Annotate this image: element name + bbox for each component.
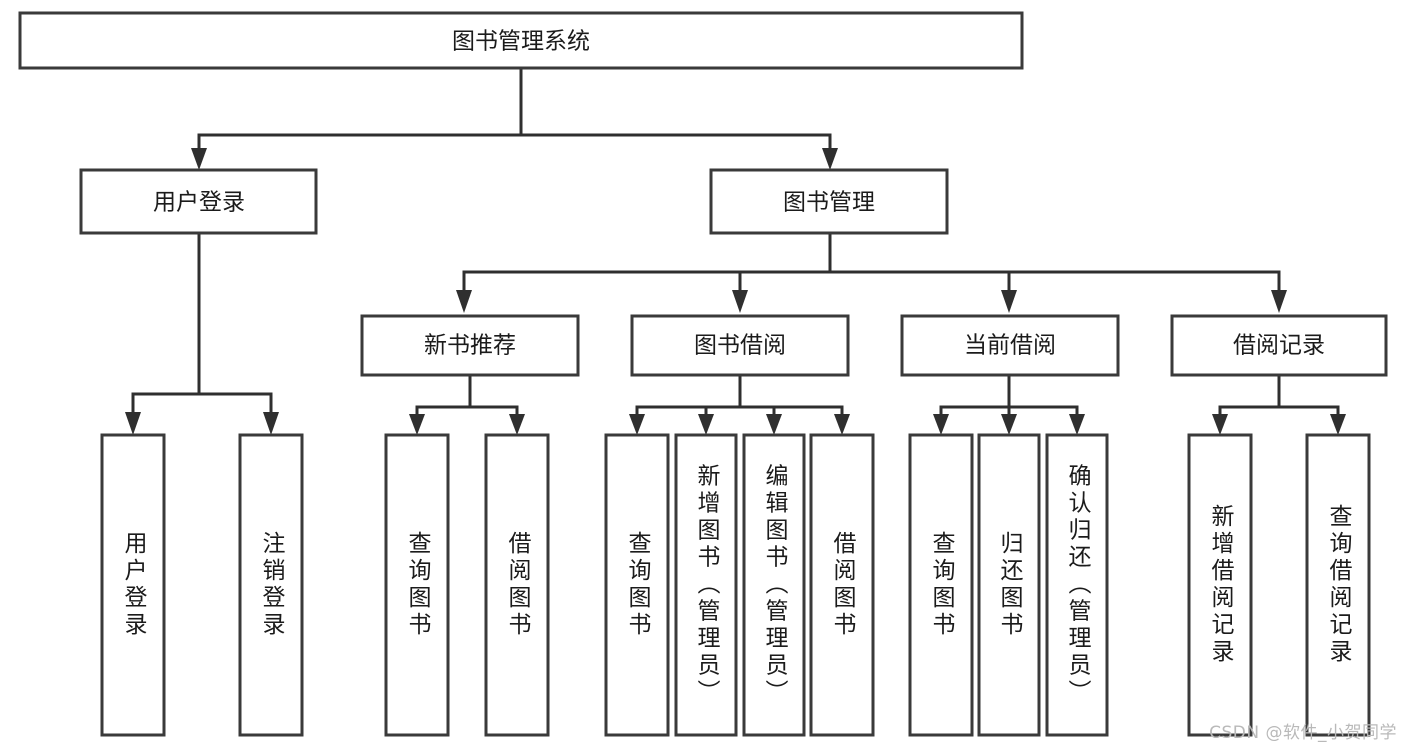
node-root-box[interactable] [18,11,1024,70]
node-current-borrow-label: 当前借阅 [964,333,1056,359]
arrowhead-cb-confirm [1069,414,1085,435]
connector-group-new-book [409,373,525,435]
node-borrow-record-label: 借阅记录 [1233,333,1325,359]
leaf-new-book-borrow-label: 借阅图书 [504,531,532,639]
arrowhead-leaf-logout [263,412,279,435]
node-book-management-box[interactable] [709,168,949,235]
leaf-user-login-signout-label: 注销登录 [258,531,286,639]
leaf-current-borrow-return[interactable]: 归还图书 [977,433,1041,737]
connector-group-root [191,66,838,170]
leaf-borrow-record-query-label: 查询借阅记录 [1325,504,1353,666]
arrowhead-br-add [1212,414,1228,435]
leaf-new-book-query[interactable]: 查询图书 [384,433,450,737]
leaf-book-borrow-edit-box[interactable] [742,433,806,737]
leaf-borrow-record-add[interactable]: 新增借阅记录 [1187,433,1253,737]
arrowhead-newbook-query [409,414,425,435]
arrowhead-bb-borrow [834,414,850,435]
leaf-book-borrow-edit-label: 编辑图书（管理员） [761,464,789,707]
node-new-book-recommend-label: 新书推荐 [424,333,516,359]
node-user-login[interactable]: 用户登录 [79,168,318,235]
leaf-book-borrow-add-box[interactable] [674,433,738,737]
leaf-new-book-borrow[interactable]: 借阅图书 [484,433,550,737]
connector-group-book-borrow [629,373,850,435]
arrowhead-cb-return [1001,414,1017,435]
node-borrow-record-box[interactable] [1170,314,1388,377]
connector-group-borrow-record [1212,373,1346,435]
node-book-borrow-box[interactable] [630,314,850,377]
leaf-book-borrow-lend-box[interactable] [809,433,875,737]
leaf-current-borrow-query-label: 查询图书 [928,531,956,639]
leaf-user-login-signout-box[interactable] [238,433,304,737]
leaf-current-borrow-query[interactable]: 查询图书 [908,433,974,737]
leaf-current-borrow-confirm[interactable]: 确认归还（管理员） [1045,433,1109,737]
node-current-borrow[interactable]: 当前借阅 [900,314,1120,377]
leaf-book-borrow-lend[interactable]: 借阅图书 [809,433,875,737]
leaf-new-book-query-box[interactable] [384,433,450,737]
arrowhead-br-query [1330,414,1346,435]
node-root-label: 图书管理系统 [452,29,590,55]
arrowhead-book-borrow [732,290,748,313]
leaf-current-borrow-return-label: 归还图书 [996,531,1024,639]
arrowhead-bb-query [629,414,645,435]
leaf-borrow-record-query[interactable]: 查询借阅记录 [1305,433,1371,737]
arrowhead-leaf-user-login [125,412,141,435]
arrowhead-current-borrow [1001,290,1017,313]
leaf-user-login-signin[interactable]: 用户登录 [100,433,166,737]
leaf-current-borrow-confirm-box[interactable] [1045,433,1109,737]
node-borrow-record[interactable]: 借阅记录 [1170,314,1388,377]
node-new-book-recommend-box[interactable] [360,314,580,377]
leaf-book-borrow-query[interactable]: 查询图书 [604,433,670,737]
leaf-book-borrow-query-label: 查询图书 [624,531,652,639]
node-root[interactable]: 图书管理系统 [18,11,1024,70]
leaf-current-borrow-query-box[interactable] [908,433,974,737]
node-user-login-box[interactable] [79,168,318,235]
leaf-book-borrow-add[interactable]: 新增图书（管理员） [674,433,738,737]
leaf-borrow-record-add-box[interactable] [1187,433,1253,737]
leaf-user-login-signin-label: 用户登录 [120,531,148,639]
arrowhead-new-book [456,290,472,313]
leaf-book-borrow-add-label: 新增图书（管理员） [693,464,721,707]
leaf-book-borrow-lend-label: 借阅图书 [829,531,857,639]
node-book-borrow-label: 图书借阅 [694,333,786,359]
arrowhead-cb-query [933,414,949,435]
node-new-book-recommend[interactable]: 新书推荐 [360,314,580,377]
connector-group-book-mgmt [456,231,1287,313]
node-user-login-label: 用户登录 [153,190,245,216]
arrowhead-newbook-borrow [509,414,525,435]
leaf-borrow-record-query-box[interactable] [1305,433,1371,737]
leaf-book-borrow-query-box[interactable] [604,433,670,737]
arrowhead-book-mgmt [822,148,838,170]
leaf-current-borrow-confirm-label: 确认归还（管理员） [1064,464,1092,707]
leaf-borrow-record-add-label: 新增借阅记录 [1207,504,1235,666]
arrowhead-bb-edit [766,414,782,435]
leaf-user-login-signout[interactable]: 注销登录 [238,433,304,737]
leaf-new-book-query-label: 查询图书 [404,531,432,639]
node-book-management[interactable]: 图书管理 [709,168,949,235]
node-book-borrow[interactable]: 图书借阅 [630,314,850,377]
leaf-current-borrow-return-box[interactable] [977,433,1041,737]
connector-group-user-login [125,231,279,435]
node-current-borrow-box[interactable] [900,314,1120,377]
arrowhead-borrow-record [1271,290,1287,313]
node-book-management-label: 图书管理 [783,190,875,216]
arrowhead-user-login [191,148,207,170]
leaf-new-book-borrow-box[interactable] [484,433,550,737]
leaf-user-login-signin-box[interactable] [100,433,166,737]
connector-group-current-borrow [933,373,1085,435]
leaf-book-borrow-edit[interactable]: 编辑图书（管理员） [742,433,806,737]
arrowhead-bb-add [698,414,714,435]
